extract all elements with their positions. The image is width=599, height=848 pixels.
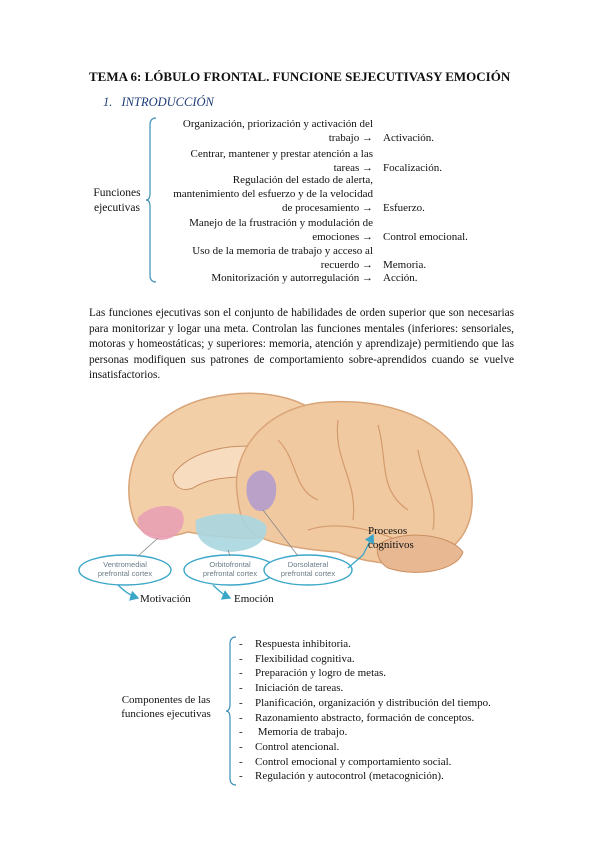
componente-item: -Planificación, organización y distribuc…: [239, 696, 491, 711]
orbitofrontal-label-2: prefrontal cortex: [203, 569, 257, 578]
document-title: TEMA 6: LÓBULO FRONTAL. FUNCIONE SEJECUT…: [89, 69, 511, 84]
componentes-label-line2: funciones ejecutivas: [121, 708, 211, 720]
componente-item: -Razonamiento abstracto, formación de co…: [239, 711, 491, 726]
brain-lateral-view: [235, 400, 473, 565]
funcion-description-line: Centrar, mantener y prestar atención a l…: [190, 148, 373, 160]
componente-text: Iniciación de tareas.: [255, 682, 344, 695]
ventromedial-label-2: prefrontal cortex: [98, 569, 152, 578]
componente-item: -Respuesta inhibitoria.: [239, 637, 491, 652]
componente-item: -Flexibilidad cognitiva.: [239, 652, 491, 667]
funcion-description-line: Uso de la memoria de trabajo y acceso al: [192, 245, 373, 257]
componente-text: Control atencional.: [255, 740, 340, 753]
funcion-description-line: Manejo de la frustración y modulación de: [189, 217, 373, 229]
componente-item: -Control atencional.: [239, 740, 491, 755]
componente-item: -Regulación y autocontrol (metacognición…: [239, 769, 491, 784]
funcion-result: Activación.: [383, 132, 435, 144]
arrow-procesos-icon: [347, 533, 375, 569]
componente-item: -Control emocional y comportamiento soci…: [239, 755, 491, 770]
procesos-label-2: cognitivos: [368, 539, 414, 551]
dorsolateral-oval: [263, 554, 353, 586]
section-label: INTRODUCCIÓN: [121, 95, 214, 109]
dorsolateral-region: [246, 470, 277, 512]
left-brace-icon: [226, 636, 237, 786]
dorsolateral-label-1: Dorsolateral: [288, 560, 329, 569]
bullet-dash: -: [239, 696, 243, 709]
componente-text: Planificación, organización y distribuci…: [255, 696, 491, 709]
arrow-emocion-icon: [212, 584, 232, 600]
brain-figure: Ventromedial prefrontal cortex Orbitofro…: [78, 392, 473, 605]
section-number: 1.: [103, 95, 113, 109]
componente-text: Respuesta inhibitoria.: [255, 638, 351, 650]
intro-paragraph: Las funciones ejecutivas son el conjunto…: [89, 307, 514, 381]
componente-text: Razonamiento abstracto, formación de con…: [255, 711, 475, 724]
funcion-description-line: mantenimiento del esfuerzo y de la veloc…: [173, 188, 373, 200]
componente-text: Flexibilidad cognitiva.: [255, 652, 355, 665]
componentes-label: Componentes de las funciones ejecutivas: [106, 693, 226, 721]
funcion-description-line: Regulación del estado de alerta,: [232, 174, 373, 186]
funcion-result: Esfuerzo.: [383, 202, 425, 214]
funcion-result: Memoria.: [383, 259, 427, 271]
ventromedial-label-1: Ventromedial: [103, 560, 147, 569]
funcion-description-line: tareas →: [333, 162, 373, 174]
componente-text: Control emocional y comportamiento socia…: [255, 755, 452, 768]
emocion-label: Emoción: [234, 593, 274, 605]
motivacion-label: Motivación: [140, 593, 191, 605]
bullet-dash: -: [239, 682, 243, 695]
bullet-dash: -: [239, 740, 243, 753]
orbitofrontal-label-1: Orbitofrontal: [209, 560, 251, 569]
componentes-label-line1: Componentes de las: [121, 694, 211, 706]
funcion-description-line: Organización, priorización y activación …: [182, 118, 373, 130]
bullet-dash: -: [239, 711, 243, 724]
funcion-result: Focalización.: [383, 162, 442, 174]
ventromedial-oval: [78, 554, 172, 586]
componente-item: -Iniciación de tareas.: [239, 681, 491, 696]
bullet-dash: -: [239, 667, 243, 680]
componente-text: Regulación y autocontrol (metacognición)…: [255, 770, 444, 783]
funcion-description-line: emociones →: [312, 231, 373, 243]
funcion-result: Acción.: [383, 272, 418, 284]
bullet-dash: -: [239, 770, 243, 783]
cerebellum: [376, 534, 464, 573]
procesos-label-1: Procesos: [368, 525, 407, 537]
componente-item: -Preparación y logro de metas.: [239, 666, 491, 681]
componente-text: Memoria de trabajo.: [255, 726, 348, 739]
componente-item: - Memoria de trabajo.: [239, 725, 491, 740]
arrow-motivacion-icon: [117, 584, 140, 601]
bullet-dash: -: [239, 726, 243, 739]
section-heading: 1. INTRODUCCIÓN: [103, 95, 214, 110]
funciones-ejecutivas-label: Funciones ejecutivas: [86, 186, 148, 216]
funciones-label-line1: Funciones: [93, 187, 141, 199]
bullet-dash: -: [239, 652, 243, 665]
left-brace-icon: [146, 117, 157, 283]
bullet-dash: -: [239, 755, 243, 768]
bullet-dash: -: [239, 638, 243, 650]
ventromedial-region: [137, 506, 184, 540]
funcion-description-line: Monitorización y autorregulación →: [211, 272, 373, 284]
orbitofrontal-region: [195, 513, 267, 552]
componente-text: Preparación y logro de metas.: [255, 667, 387, 680]
componentes-list: -Respuesta inhibitoria.-Flexibilidad cog…: [239, 637, 491, 784]
funcion-description-line: trabajo →: [328, 132, 373, 144]
funcion-result: Control emocional.: [383, 231, 468, 243]
funciones-label-line2: ejecutivas: [94, 202, 140, 214]
dorsolateral-label-2: prefrontal cortex: [281, 569, 335, 578]
funcion-description-line: recuerdo →: [320, 259, 373, 271]
funcion-description-line: de procesamiento →: [281, 202, 373, 214]
